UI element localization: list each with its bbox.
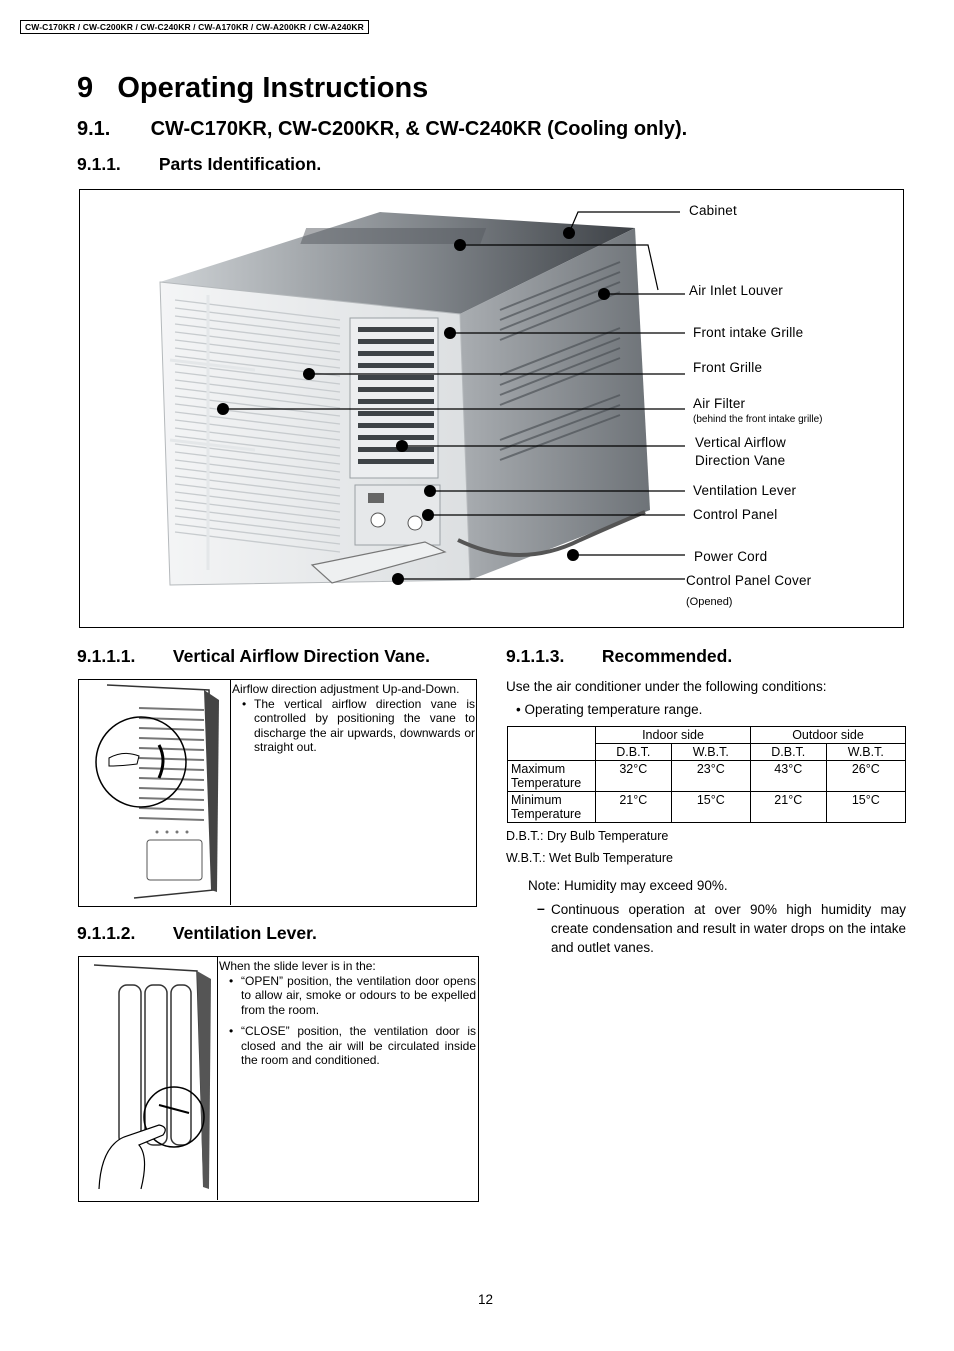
vane-drawing	[95, 684, 219, 899]
lever-title: Ventilation Lever.	[172, 923, 317, 943]
label-cabinet: Cabinet	[689, 203, 737, 218]
indoor-dbt-header: D.B.T.	[595, 743, 672, 761]
page-number: 12	[478, 1292, 494, 1307]
label-air-inlet-louver: Air Inlet Louver	[689, 283, 783, 298]
label-front-intake-grille: Front intake Grille	[693, 325, 804, 340]
table-cell: 21°C	[595, 791, 672, 823]
row-label-maximum: Maximum Temperature	[507, 760, 596, 792]
lever-heading: 9.1.1.2. Ventilation Lever.	[77, 923, 317, 944]
section-number: 9	[77, 72, 94, 104]
recommended-bullet-text: Operating temperature range.	[524, 702, 703, 717]
vane-illustration	[79, 680, 231, 905]
lever-number: 9.1.1.2.	[77, 923, 136, 943]
table-cell: 32°C	[595, 760, 672, 792]
subsection-title: CW-C170KR, CW-C200KR, & CW-C240KR (Cooli…	[150, 118, 688, 140]
label-front-grille: Front Grille	[693, 360, 763, 375]
row-label-minimum: Minimum Temperature	[507, 791, 596, 823]
parts-heading: 9.1.1. Parts Identification.	[77, 154, 321, 175]
lever-drawing	[93, 964, 211, 1190]
vane-bullets: The vertical airflow direction vane is c…	[232, 697, 475, 755]
label-vertical-vane-line1: Vertical Airflow	[695, 435, 786, 450]
lever-panel: When the slide lever is in the: “OPEN” p…	[78, 956, 479, 1202]
vane-heading: 9.1.1.1. Vertical Airflow Direction Vane…	[77, 646, 430, 667]
table-cell: 26°C	[825, 760, 907, 792]
recommended-number: 9.1.1.3.	[506, 646, 565, 666]
table-row: Maximum Temperature 32°C 23°C 43°C 26°C	[507, 760, 907, 792]
recommended-heading: 9.1.1.3. Recommended.	[506, 646, 732, 667]
label-vertical-vane-line2: Direction Vane	[695, 453, 786, 468]
table-row: Minimum Temperature 21°C 15°C 21°C 15°C	[507, 791, 907, 823]
vane-intro: Airflow direction adjustment Up-and-Down…	[232, 682, 460, 696]
outdoor-side-header: Outdoor side	[749, 726, 907, 744]
table-cell: 43°C	[749, 760, 827, 792]
model-list-header: CW-C170KR / CW-C200KR / CW-C240KR / CW-A…	[20, 20, 369, 34]
subsection-number: 9.1.	[77, 118, 111, 140]
indoor-side-header: Indoor side	[595, 726, 751, 744]
section-heading: 9 Operating Instructions	[77, 72, 428, 105]
table-cell: 21°C	[749, 791, 827, 823]
indoor-wbt-header: W.B.T.	[670, 743, 751, 761]
vane-panel: Airflow direction adjustment Up-and-Down…	[78, 679, 477, 907]
table-sub-header-row: D.B.T. W.B.T. D.B.T. W.B.T.	[508, 743, 907, 761]
parts-number: 9.1.1.	[77, 154, 121, 174]
lever-intro: When the slide lever is in the:	[219, 959, 376, 973]
temperature-table: Indoor side Outdoor side D.B.T. W.B.T. D…	[507, 726, 907, 823]
label-air-filter-note: (behind the front intake grille)	[693, 414, 823, 425]
legend-wbt: W.B.T.: Wet Bulb Temperature	[506, 851, 673, 865]
lever-bullet-close: “CLOSE” position, the ventilation door i…	[219, 1024, 476, 1068]
vane-description: Airflow direction adjustment Up-and-Down…	[232, 682, 475, 755]
table-cell: 15°C	[825, 791, 907, 823]
dash-marker: –	[537, 900, 545, 916]
parts-title: Parts Identification.	[158, 154, 322, 174]
vane-number: 9.1.1.1.	[77, 646, 136, 666]
table-cell: 15°C	[670, 791, 751, 823]
vane-bullet: The vertical airflow direction vane is c…	[232, 697, 475, 755]
table-cell: 23°C	[670, 760, 751, 792]
recommended-bullet: • Operating temperature range.	[516, 702, 702, 717]
table-group-header-row: Indoor side Outdoor side	[507, 726, 907, 761]
label-control-panel-cover: Control Panel Cover	[686, 573, 812, 588]
bullet-dot: •	[516, 702, 525, 717]
lever-bullet-open: “OPEN” position, the ventilation door op…	[219, 974, 476, 1018]
subsection-heading: 9.1. CW-C170KR, CW-C200KR, & CW-C240KR (…	[77, 118, 687, 141]
label-control-panel-cover-note: (Opened)	[686, 596, 733, 608]
label-air-filter: Air Filter	[693, 396, 746, 411]
vane-title: Vertical Airflow Direction Vane.	[172, 646, 430, 666]
recommended-title: Recommended.	[601, 646, 733, 666]
table-corner-cell	[507, 726, 596, 761]
humidity-note: Note: Humidity may exceed 90%.	[528, 878, 728, 893]
label-ventilation-lever: Ventilation Lever	[693, 483, 797, 498]
recommended-intro: Use the air conditioner under the follow…	[506, 679, 827, 694]
section-title: Operating Instructions	[117, 72, 429, 104]
air-conditioner-illustration	[159, 211, 685, 586]
parts-identification-figure: Cabinet Air Inlet Louver Front intake Gr…	[79, 189, 904, 628]
outdoor-dbt-header: D.B.T.	[749, 743, 827, 761]
outdoor-wbt-header: W.B.T.	[825, 743, 907, 761]
lever-description: When the slide lever is in the: “OPEN” p…	[219, 959, 476, 1068]
lever-illustration	[79, 957, 218, 1200]
legend-dbt: D.B.T.: Dry Bulb Temperature	[506, 829, 669, 843]
label-power-cord: Power Cord	[694, 549, 768, 564]
label-control-panel: Control Panel	[693, 507, 778, 522]
humidity-note-detail: Continuous operation at over 90% high hu…	[551, 902, 906, 955]
lever-bullets: “OPEN” position, the ventilation door op…	[219, 974, 476, 1068]
